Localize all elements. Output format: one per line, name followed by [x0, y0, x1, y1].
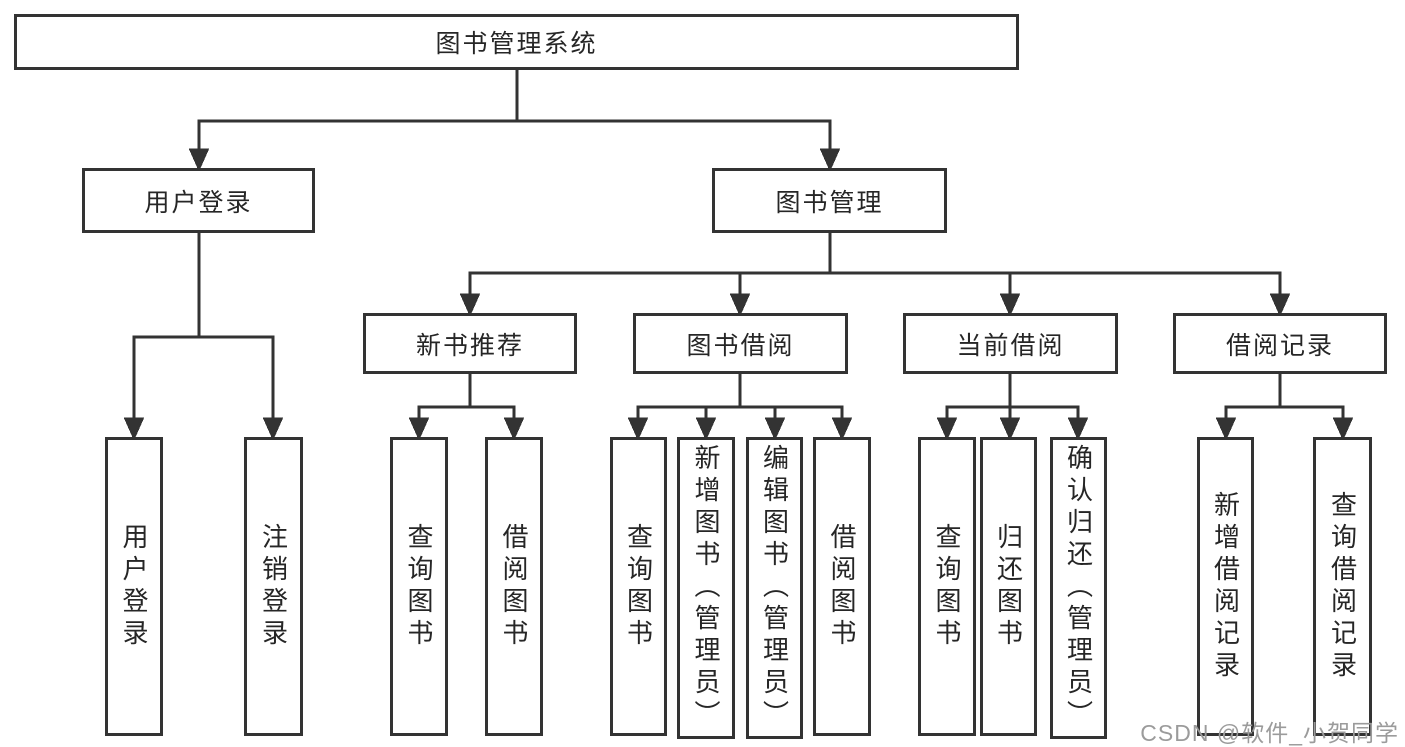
arrowhead — [764, 417, 786, 441]
arrowhead — [999, 293, 1021, 317]
arrowhead — [831, 417, 853, 441]
leaf-edit-book-admin-label: 编辑图书（管理员） — [759, 444, 790, 732]
node-root-label: 图书管理系统 — [435, 30, 598, 58]
node-book-management-label: 图书管理 — [775, 188, 884, 217]
leaf-add-borrow-record: 新增借阅记录 — [1197, 437, 1254, 736]
leaf-confirm-return-admin: 确认归还（管理员） — [1050, 437, 1107, 739]
leaf-query-books-borrow: 查询图书 — [610, 437, 667, 736]
node-user-login: 用户登录 — [82, 168, 315, 233]
leaf-query-books-borrow-label: 查询图书 — [623, 522, 654, 651]
leaf-return-books: 归还图书 — [980, 437, 1037, 736]
connector-book-mgmt-children — [459, 231, 1291, 317]
leaf-query-books-current-label: 查询图书 — [932, 522, 962, 651]
leaf-user-login: 用户登录 — [105, 437, 163, 736]
arrowhead — [627, 417, 649, 441]
node-root: 图书管理系统 — [14, 14, 1019, 70]
connector-user-login-children — [123, 231, 284, 441]
arrowhead — [188, 148, 210, 172]
arrowhead — [503, 417, 525, 441]
watermark: CSDN @软件_小贺同学 — [1140, 720, 1399, 746]
leaf-query-books-current: 查询图书 — [918, 437, 976, 736]
connector-root-to-level2 — [188, 68, 841, 172]
connector-new-book-children — [408, 372, 525, 441]
leaf-query-books-recommend: 查询图书 — [390, 437, 448, 736]
node-borrow-records: 借阅记录 — [1173, 313, 1387, 374]
arrowhead — [936, 417, 958, 441]
leaf-borrow-books-recommend-label: 借阅图书 — [499, 522, 529, 651]
arrowhead — [262, 417, 284, 441]
arrowhead — [1332, 417, 1354, 441]
arrowhead — [729, 293, 751, 317]
node-book-borrow: 图书借阅 — [633, 313, 848, 374]
leaf-user-login-label: 用户登录 — [119, 522, 149, 651]
connector-borrow-records-children — [1215, 372, 1354, 441]
node-borrow-records-label: 借阅记录 — [1225, 331, 1334, 360]
leaf-logout-label: 注销登录 — [258, 522, 289, 651]
connector-current-borrow-children — [936, 372, 1089, 441]
arrowhead — [999, 417, 1021, 441]
arrowhead — [1269, 293, 1291, 317]
leaf-borrow-books-recommend: 借阅图书 — [485, 437, 543, 736]
node-book-borrow-label: 图书借阅 — [686, 331, 795, 360]
connector-book-borrow-children — [627, 372, 853, 441]
leaf-logout: 注销登录 — [244, 437, 303, 736]
leaf-edit-book-admin: 编辑图书（管理员） — [746, 437, 803, 739]
node-new-book-recommend: 新书推荐 — [363, 313, 577, 374]
arrowhead — [1215, 417, 1237, 441]
leaf-query-borrow-record-label: 查询借阅记录 — [1327, 490, 1358, 683]
leaf-borrow-books: 借阅图书 — [813, 437, 871, 736]
arrowhead — [695, 417, 717, 441]
node-new-book-recommend-label: 新书推荐 — [415, 331, 524, 360]
leaf-add-book-admin: 新增图书（管理员） — [677, 437, 735, 739]
arrowhead — [408, 417, 430, 441]
arrowhead — [819, 148, 841, 172]
leaf-borrow-books-label: 借阅图书 — [827, 522, 857, 651]
leaf-query-books-recommend-label: 查询图书 — [404, 522, 434, 651]
arrowhead — [123, 417, 145, 441]
leaf-add-book-admin-label: 新增图书（管理员） — [691, 444, 721, 732]
leaf-return-books-label: 归还图书 — [993, 522, 1024, 651]
node-current-borrow: 当前借阅 — [903, 313, 1118, 374]
leaf-query-borrow-record: 查询借阅记录 — [1313, 437, 1372, 736]
node-book-management: 图书管理 — [712, 168, 947, 233]
arrowhead — [1067, 417, 1089, 441]
arrowhead — [459, 293, 481, 317]
leaf-add-borrow-record-label: 新增借阅记录 — [1210, 490, 1241, 683]
node-user-login-label: 用户登录 — [144, 188, 253, 217]
node-current-borrow-label: 当前借阅 — [956, 331, 1065, 360]
leaf-confirm-return-admin-label: 确认归还（管理员） — [1063, 444, 1094, 732]
